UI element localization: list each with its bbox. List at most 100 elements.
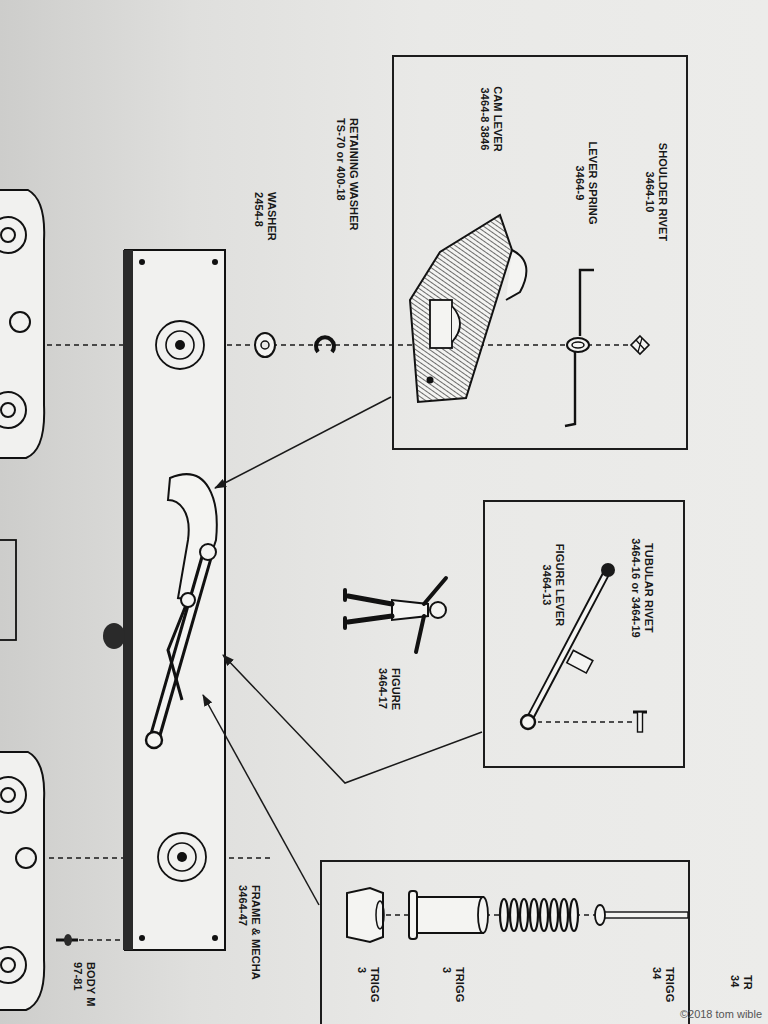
cam-bracket — [168, 474, 217, 600]
rivet-shank — [638, 712, 643, 732]
truck-wheel — [0, 217, 26, 253]
mechanism-lever — [155, 556, 207, 736]
washer-hole — [261, 341, 269, 349]
frame-post — [156, 321, 204, 369]
mechanism-link — [168, 600, 188, 700]
figure-lever — [521, 563, 615, 729]
leader-line — [215, 397, 391, 488]
frame-screw — [212, 935, 218, 941]
spring-turn — [540, 899, 548, 931]
pivot — [200, 544, 216, 560]
part-label: TRIGG 3 — [440, 967, 466, 1007]
truck-wheel — [0, 392, 26, 428]
spring-turn — [550, 899, 558, 931]
trigger-nut — [347, 888, 383, 942]
figure-leg — [348, 596, 392, 622]
washer — [255, 333, 275, 357]
trigger-pin-head — [595, 905, 605, 925]
figure-drawing — [345, 578, 446, 652]
part-label: TRIGG 34 — [650, 967, 676, 1007]
watermark: ©2018 tom wible — [680, 1008, 762, 1020]
retaining-washer — [316, 337, 334, 352]
frame-post — [175, 340, 185, 350]
part-label: TR 34 — [728, 975, 754, 993]
truck-wheel — [0, 947, 26, 983]
spring-turn — [510, 899, 518, 931]
mechanism-lever — [154, 552, 208, 740]
part-label: TUBULAR RIVET 3464-16 or 3464-19 — [629, 537, 655, 639]
frame — [125, 250, 225, 950]
lever-spring — [565, 270, 594, 426]
truck-bolster — [10, 312, 30, 332]
part-outline — [0, 540, 16, 640]
lever-tab — [567, 650, 593, 673]
cam-tab — [452, 306, 460, 342]
trigger-nut — [376, 901, 384, 929]
part-label: CAM LEVER 3464-8 3846 — [478, 85, 504, 153]
frame-post — [177, 852, 187, 862]
truck — [0, 190, 44, 458]
inset-box: TRIGG 34 TRIGG 3 TRIGG 3 — [320, 860, 690, 1024]
truck-wheel — [0, 777, 26, 813]
spring-arm — [565, 352, 575, 426]
frame-post — [158, 833, 206, 881]
mechanism — [103, 474, 217, 748]
spring-turn — [500, 899, 508, 931]
frame-plate — [123, 250, 225, 950]
truck — [0, 752, 44, 1010]
leader-lines — [203, 397, 482, 905]
frame-screw — [139, 259, 145, 265]
truck-wheel — [1, 403, 15, 417]
part-label: FIGURE LEVER 3464-13 — [540, 542, 566, 628]
screw-head — [64, 934, 72, 946]
pivot — [146, 732, 162, 748]
spring-arm — [580, 270, 594, 336]
cam-plate — [410, 215, 512, 402]
frame-post — [168, 843, 196, 871]
spring-turn — [520, 899, 528, 931]
tubular-rivet — [633, 712, 647, 732]
part-label: BODY M 97-81 — [71, 962, 97, 1009]
bushing-flange — [409, 891, 417, 939]
assembly-line — [78, 939, 120, 941]
leader-line — [223, 655, 482, 783]
figure-arm — [424, 578, 446, 604]
pivot — [181, 593, 195, 607]
lever-knob — [601, 563, 615, 577]
part-label: RETAINING WASHER TS-70 or 400-18 — [334, 118, 360, 235]
figure-arm — [416, 616, 424, 652]
spring-turn — [530, 899, 538, 931]
part-label: WASHER 2454-8 — [252, 192, 278, 244]
trigger-bushing — [417, 897, 483, 933]
spring-coil — [572, 342, 584, 348]
leader-line — [203, 695, 319, 905]
frame-edge — [123, 250, 133, 950]
mechanism-knob — [103, 623, 125, 649]
figure-head — [430, 602, 446, 618]
figure-foot — [343, 590, 347, 628]
part-label: TRIGG 3 — [355, 967, 381, 1007]
part-label: FIGURE 3464-17 — [376, 668, 402, 714]
spring-turn — [570, 899, 578, 931]
cam-lever — [410, 215, 526, 402]
trigger-pin — [604, 912, 688, 918]
clip — [316, 337, 334, 352]
inset-box: SHOULDER RIVET 3464-10 LEVER SPRING 3464-… — [392, 55, 688, 450]
part-label: LEVER SPRING 3464-9 — [573, 139, 599, 227]
shoulder-rivet — [631, 336, 649, 354]
spring-turn — [560, 899, 568, 931]
frame-post — [166, 331, 194, 359]
cam-hole — [427, 377, 434, 384]
frame-screw — [212, 259, 218, 265]
body-screw — [56, 934, 78, 946]
part-label: SHOULDER RIVET 3464-10 — [643, 142, 669, 242]
truck-wheel — [1, 958, 15, 972]
cam-shading — [410, 215, 512, 402]
truck-wheel — [1, 228, 15, 242]
part-label: FRAME & MECHA 3464-47 — [236, 885, 262, 982]
